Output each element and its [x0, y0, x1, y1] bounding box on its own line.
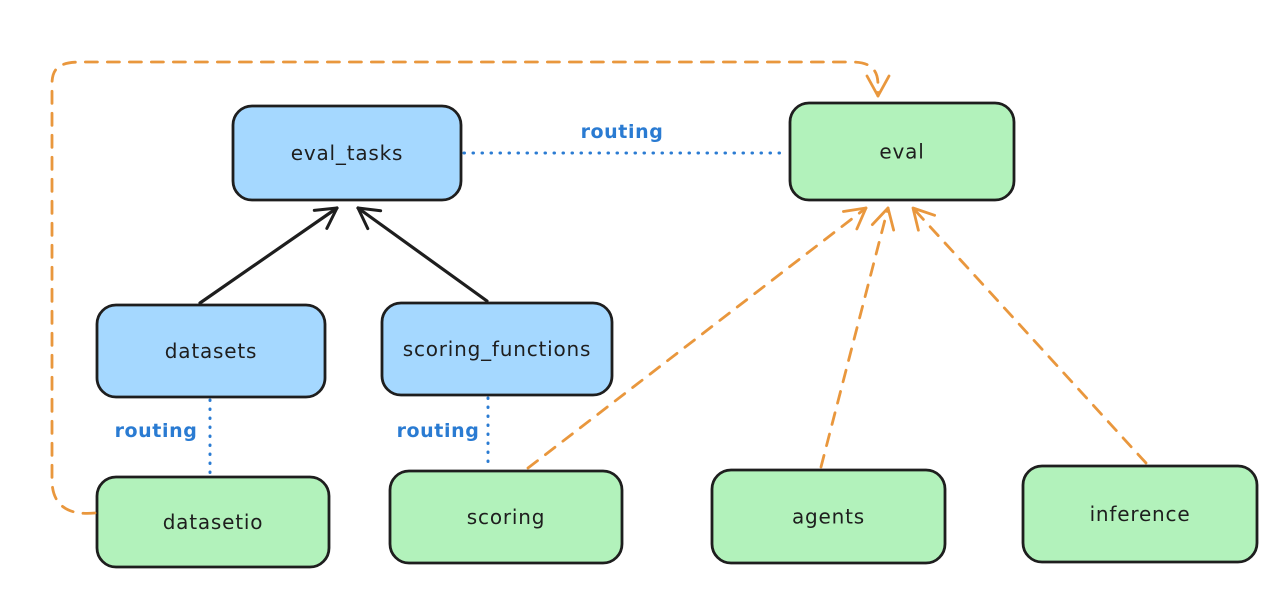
node-label-inference: inference — [1090, 502, 1191, 526]
node-box-scoring_functions — [380, 301, 614, 397]
node-label-eval_tasks: eval_tasks — [291, 141, 403, 165]
edge-label-eval_tasks-to-eval: routing — [581, 121, 664, 143]
edge-scoring-to-eval — [526, 206, 868, 470]
edge-datasets-to-eval_tasks — [198, 206, 339, 305]
node-label-scoring: scoring — [467, 505, 545, 529]
edge-scoring_functions-to-eval_tasks — [356, 206, 489, 303]
edge-inference-to-eval — [911, 206, 1148, 465]
node-box-scoring — [388, 469, 624, 565]
node-box-datasets — [95, 303, 327, 399]
node-box-eval — [788, 101, 1016, 202]
node-box-agents — [710, 468, 947, 565]
node-inference: inference — [1021, 464, 1259, 564]
node-layer: eval_tasks eval datasets scoring_functionsd… — [95, 101, 1259, 569]
node-scoring_functions: scoring_functions — [380, 301, 614, 397]
node-label-datasets: datasets — [165, 339, 257, 363]
node-box-inference — [1021, 464, 1259, 564]
edge-layer: routing routing routing — [115, 121, 788, 476]
node-label-eval: eval — [879, 140, 924, 164]
node-label-datasetio: datasetio — [163, 510, 264, 534]
node-datasets: datasets — [95, 303, 327, 399]
node-scoring: scoring — [388, 469, 624, 565]
node-datasetio: datasetio — [95, 475, 331, 569]
node-agents: agents — [710, 468, 947, 565]
edge-datasetio-to-eval — [50, 60, 891, 515]
edge-label-datasets-to-datasetio: routing — [115, 420, 198, 442]
node-box-eval_tasks — [231, 104, 463, 202]
node-eval: eval — [788, 101, 1016, 202]
edge-label-scoring_functions-to-scoring: routing — [397, 420, 480, 442]
edge-agents-to-eval — [819, 206, 896, 469]
node-eval_tasks: eval_tasks — [231, 104, 463, 202]
node-label-agents: agents — [792, 505, 865, 529]
arrow-layer — [50, 60, 1148, 515]
node-box-datasetio — [95, 475, 331, 569]
node-label-scoring_functions: scoring_functions — [403, 337, 592, 361]
